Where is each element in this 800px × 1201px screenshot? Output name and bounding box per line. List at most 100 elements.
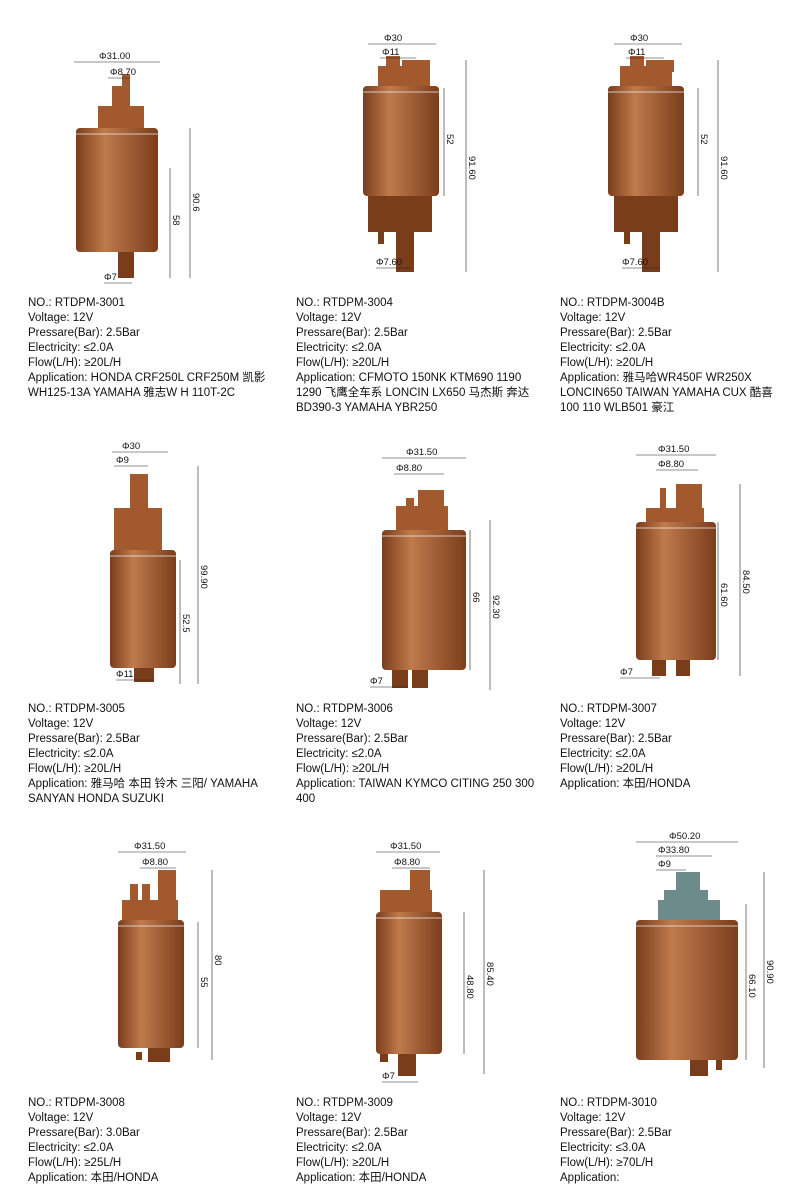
spec-label: Electricity:	[28, 342, 81, 354]
spec-label: Voltage:	[296, 312, 338, 324]
spec-value: RTDPM-3007	[586, 703, 657, 715]
spec-value: 2.5Bar	[373, 1127, 408, 1139]
spec-label: Voltage:	[28, 718, 70, 730]
pump-top-part	[406, 900, 410, 910]
spec-label: Voltage:	[560, 718, 602, 730]
spec-value: ≤2.0A	[351, 342, 382, 354]
spec-electricity: Electricity: ≤2.0A	[560, 341, 788, 356]
spec-value: 本田/HONDA	[90, 1172, 159, 1184]
spec-value: ≥20L/H	[352, 357, 390, 369]
spec-value: ≥20L/H	[352, 763, 390, 775]
pump-top-part	[158, 870, 176, 902]
spec-label: Flow(L/H):	[28, 763, 82, 775]
spec-voltage: Voltage: 12V	[28, 311, 280, 326]
dim-right-inner: 52.5	[180, 614, 191, 633]
spec-electricity: Electricity: ≤2.0A	[296, 1141, 548, 1156]
dim-right-outer: 90.90	[764, 960, 775, 984]
spec-electricity: Electricity: ≤2.0A	[28, 341, 280, 356]
pump-top-part	[418, 490, 444, 508]
dim-top-outer: Φ31.50	[390, 841, 421, 852]
dim-right-inner: 66.10	[746, 974, 757, 998]
spec-value: 12V	[340, 718, 362, 730]
spec-value: RTDPM-3005	[54, 703, 125, 715]
dim-top-outer: Φ30	[384, 33, 402, 44]
pump-bottom-part	[614, 196, 678, 232]
pump-body	[636, 920, 738, 1060]
spec-label: Flow(L/H):	[296, 357, 350, 369]
spec-value: ≤2.0A	[351, 1142, 382, 1154]
spec-label: Electricity:	[560, 1142, 613, 1154]
spec-label: Electricity:	[28, 1142, 81, 1154]
spec-application: Application: HONDA CRF250L CRF250M 凯影WH1…	[28, 371, 280, 401]
spec-label: Pressare(Bar):	[28, 1127, 103, 1139]
dim-bottom: Φ7.60	[376, 257, 402, 268]
spec-voltage: Voltage: 12V	[28, 717, 280, 732]
spec-value: ≥20L/H	[352, 1157, 390, 1169]
pump-bottom-part	[716, 1060, 722, 1070]
spec-value: ≤2.0A	[83, 1142, 114, 1154]
dim-right-outer: 80	[212, 955, 223, 966]
spec-model: NO.: RTDPM-3004	[296, 296, 548, 311]
spec-value: 2.5Bar	[105, 733, 140, 745]
spec-application: Application:	[560, 1171, 788, 1186]
spec-model: NO.: RTDPM-3005	[28, 702, 280, 717]
spec-value: ≥20L/H	[616, 763, 654, 775]
spec-label: NO.:	[296, 297, 320, 309]
dim-top-outer: Φ50.20	[669, 831, 700, 842]
spec-label: Pressare(Bar):	[28, 327, 103, 339]
spec-label: NO.:	[296, 703, 320, 715]
spec-value: ≤2.0A	[83, 748, 114, 760]
spec-label: Application:	[296, 372, 356, 384]
spec-electricity: Electricity: ≤2.0A	[560, 747, 788, 762]
spec-flow: Flow(L/H): ≥20L/H	[560, 762, 788, 777]
spec-model: NO.: RTDPM-3006	[296, 702, 548, 717]
spec-label: Voltage:	[560, 1112, 602, 1124]
spec-label: Flow(L/H):	[296, 763, 350, 775]
dim-right-outer: 91.60	[718, 156, 729, 180]
dim-top-outer: Φ31.50	[658, 444, 689, 455]
spec-value: 12V	[72, 1112, 94, 1124]
pump-bottom-part	[624, 222, 630, 244]
spec-label: Voltage:	[28, 312, 70, 324]
spec-value: 12V	[604, 1112, 626, 1124]
pump-bottom-part	[652, 660, 666, 676]
pump-bottom-part	[118, 252, 134, 278]
spec-value: 雅马哈 本田 铃木 三阳/ YAMAHA SANYAN HONDA SUZUKI	[28, 778, 258, 805]
spec-label: NO.:	[560, 703, 584, 715]
spec-label: Electricity:	[560, 342, 613, 354]
spec-label: Voltage:	[28, 1112, 70, 1124]
spec-value: 本田/HONDA	[358, 1172, 427, 1184]
pump-body	[118, 920, 184, 1048]
pump-top-part	[664, 890, 708, 904]
pump-bottom-part	[148, 1048, 170, 1062]
spec-flow: Flow(L/H): ≥20L/H	[296, 356, 548, 371]
pump-top-part	[142, 884, 150, 902]
pump-body	[110, 550, 176, 668]
spec-electricity: Electricity: ≤3.0A	[560, 1141, 788, 1156]
spec-voltage: Voltage: 12V	[560, 717, 788, 732]
spec-application: Application: TAIWAN KYMCO CITING 250 300…	[296, 777, 548, 807]
pump-top-part	[132, 506, 136, 520]
spec-application: Application: 雅马哈 本田 铃木 三阳/ YAMAHA SANYAN…	[28, 777, 280, 807]
spec-value: RTDPM-3008	[54, 1097, 125, 1109]
spec-model: NO.: RTDPM-3007	[560, 702, 788, 717]
pump-top-part	[122, 74, 130, 88]
spec-pressure: Pressare(Bar): 3.0Bar	[28, 1126, 280, 1141]
spec-value: 2.5Bar	[373, 327, 408, 339]
pump-top-part	[130, 884, 138, 902]
pump-bottom-part	[690, 1060, 708, 1076]
spec-model: NO.: RTDPM-3004B	[560, 296, 788, 311]
spec-label: Voltage:	[296, 1112, 338, 1124]
pump-bottom-part	[412, 670, 428, 688]
spec-flow: Flow(L/H): ≥20L/H	[28, 762, 280, 777]
dim-top-inner: Φ11	[382, 47, 399, 58]
